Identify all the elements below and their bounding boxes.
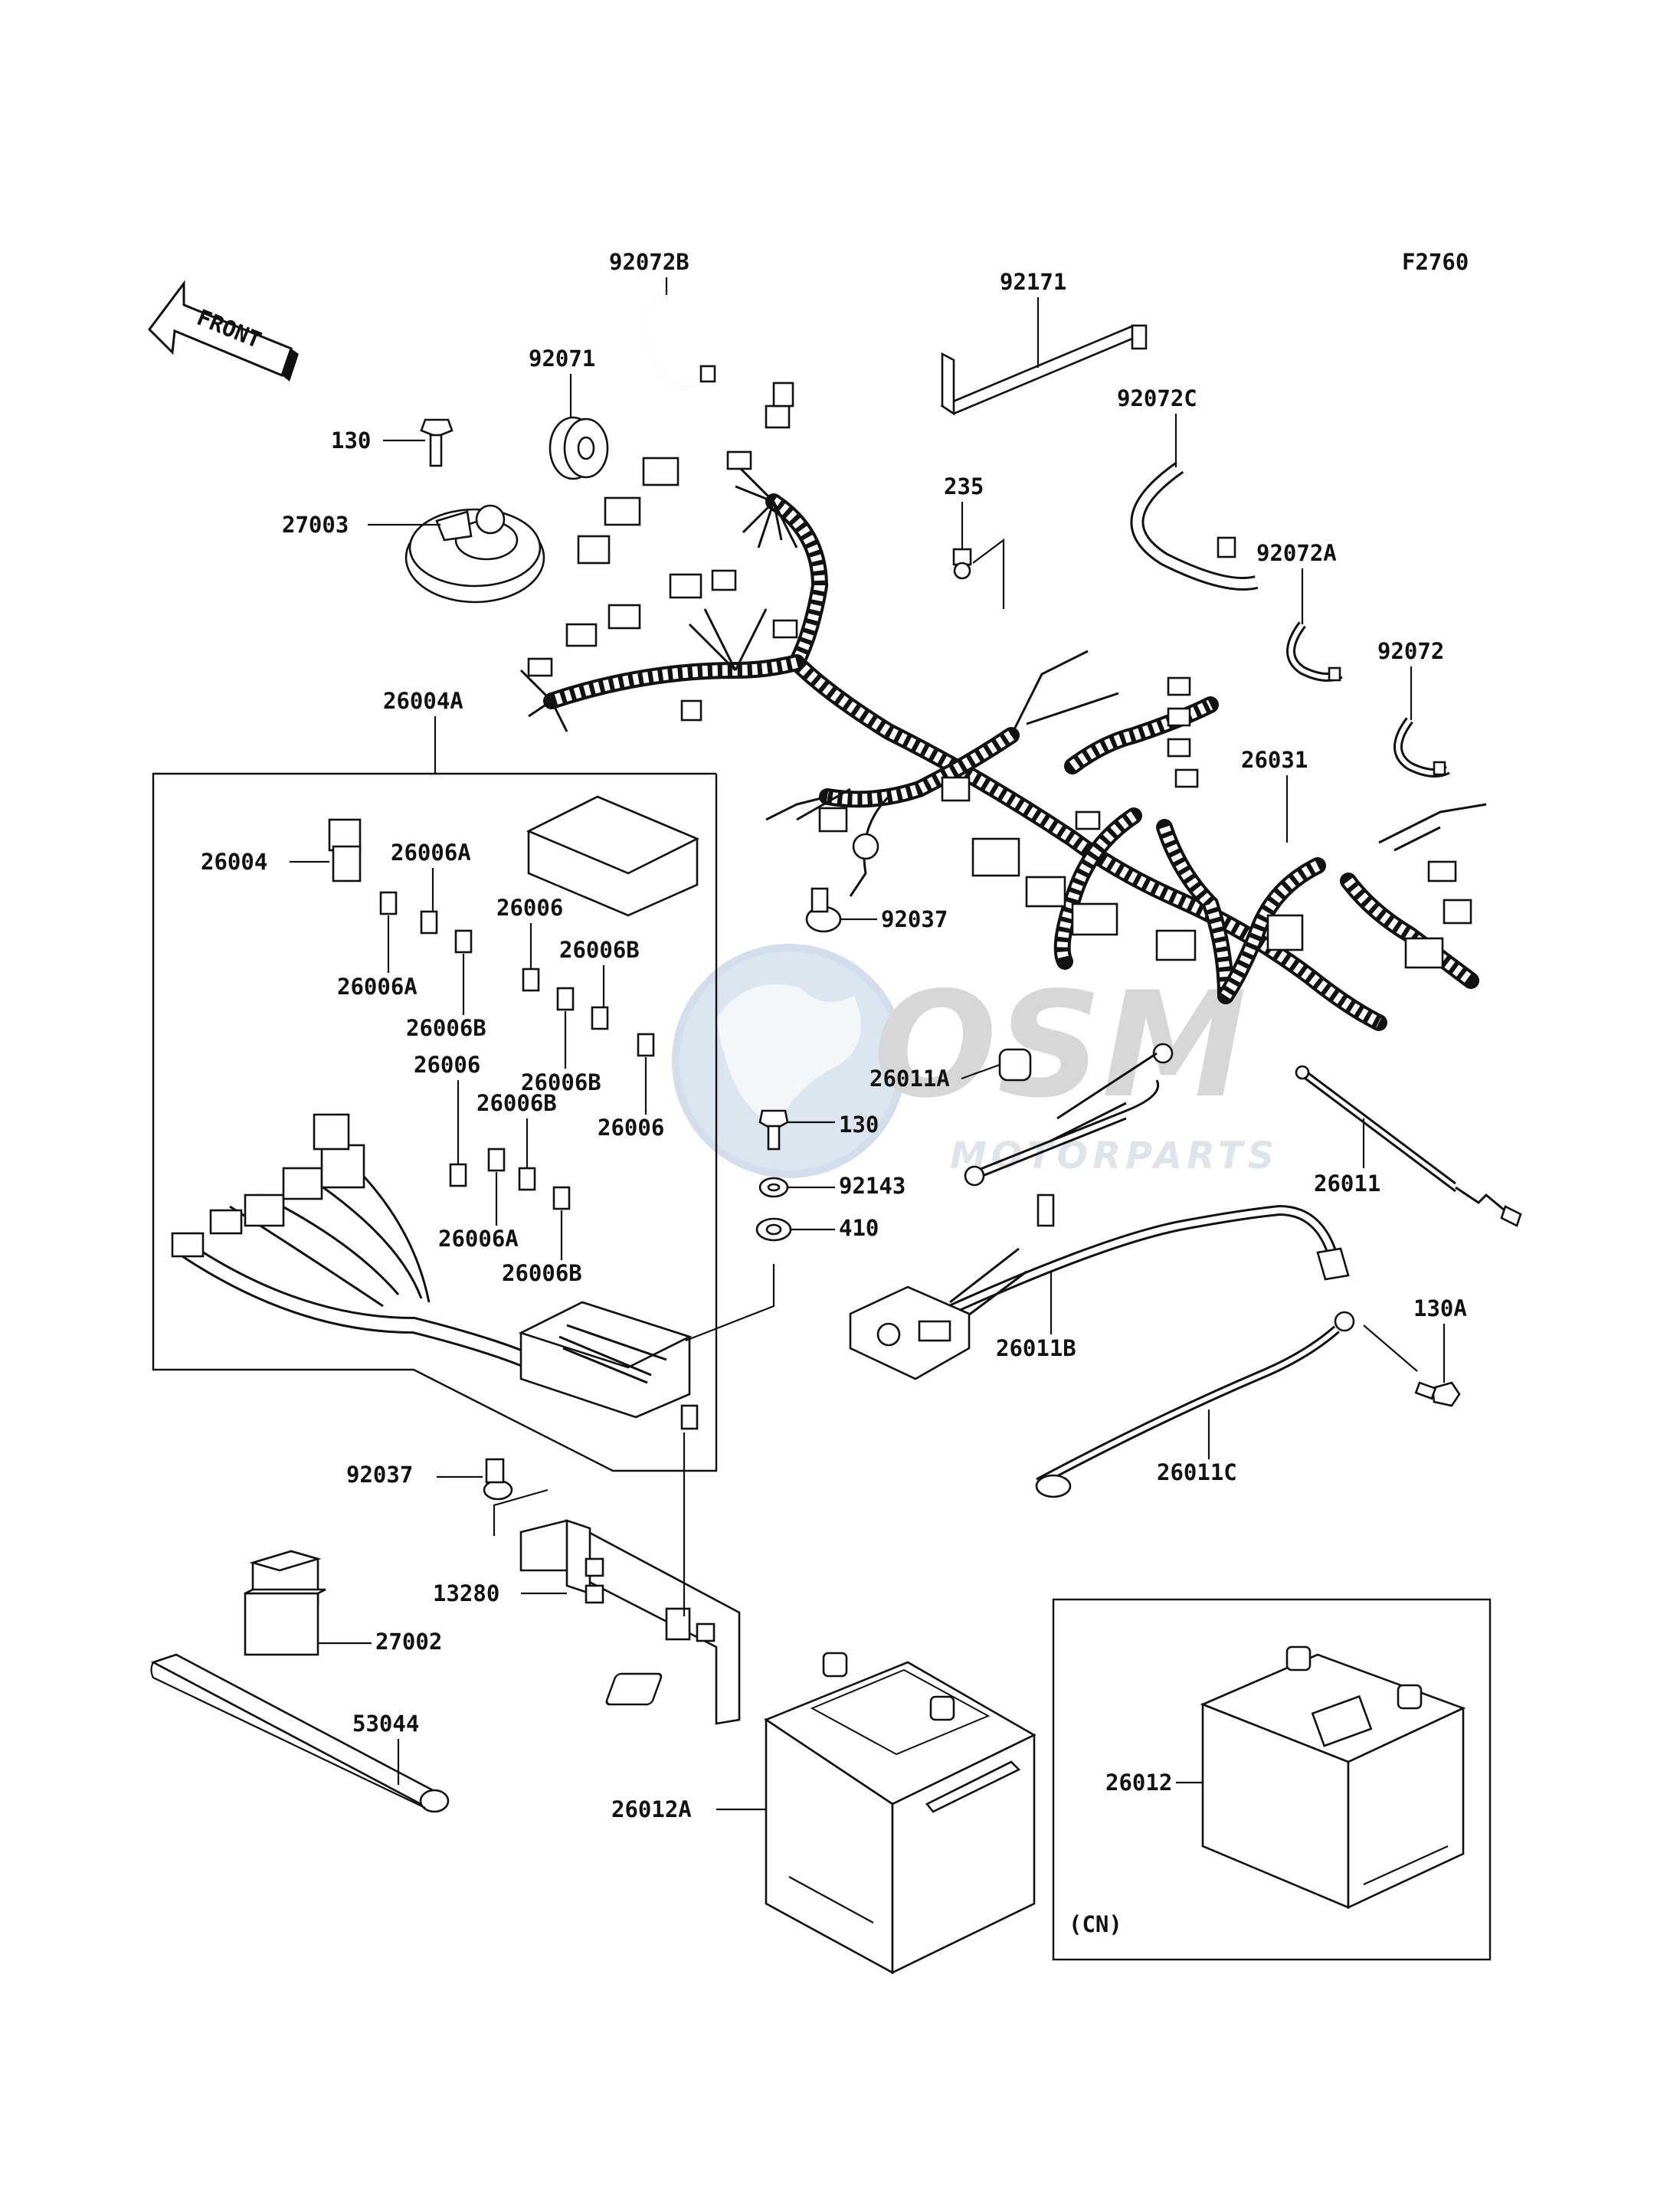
fuse-box-group-frame <box>152 772 718 1472</box>
relay-26004 <box>328 818 362 882</box>
label-26004: 26004 <box>201 849 267 875</box>
tube-53044 <box>150 1653 450 1813</box>
label-410: 410 <box>839 1215 879 1241</box>
band-92072 <box>1393 717 1450 778</box>
cable-26011A <box>964 1043 1174 1187</box>
label-92071: 92071 <box>529 345 595 372</box>
label-53044: 53044 <box>352 1711 419 1737</box>
watermark-sub: MOTORPARTS <box>950 1135 1279 1177</box>
front-arrow-icon: FRONT <box>148 280 299 381</box>
cn-group-frame <box>1052 1598 1492 1961</box>
bolt-130-mid <box>758 1109 789 1151</box>
watermark: OSM MOTORPARTS <box>672 944 1279 1178</box>
battery-26012A <box>764 1652 1036 1975</box>
main-harness-26031 <box>519 454 1487 1031</box>
fuse-box-harness <box>171 1113 699 1430</box>
label-26006B-3: 26006B <box>521 1069 601 1095</box>
label-13280: 13280 <box>433 1580 499 1606</box>
label-92072A: 92072A <box>1256 540 1337 566</box>
label-92143: 92143 <box>839 1173 905 1199</box>
label-27002: 27002 <box>375 1629 442 1655</box>
label-26012A: 26012A <box>611 1796 692 1822</box>
screw-235 <box>952 548 972 580</box>
label-92072B: 92072B <box>609 249 689 275</box>
label-26011A: 26011A <box>869 1066 950 1092</box>
bracket-92171 <box>940 324 1148 416</box>
bracket-13280 <box>519 1519 741 1725</box>
label-26006B-1: 26006B <box>559 937 640 963</box>
label-26006A-3: 26006A <box>438 1226 519 1252</box>
label-26006A-1: 26006A <box>391 840 471 866</box>
label-26004A: 26004A <box>383 688 463 714</box>
label-26012: 26012 <box>1105 1770 1172 1796</box>
grommet-92071 <box>549 416 609 480</box>
fuse-box-cover <box>526 795 700 917</box>
bolt-130-top <box>420 418 454 467</box>
label-92037-2: 92037 <box>346 1462 413 1488</box>
band-92072C <box>1130 461 1259 591</box>
region-label-cn: (CN) <box>1069 1911 1122 1937</box>
cable-26011B <box>849 1193 1350 1380</box>
washer-92143 <box>758 1177 789 1198</box>
label-130-mid: 130 <box>839 1112 879 1138</box>
clamp-92037-top <box>805 887 842 933</box>
harness-connectors <box>527 381 1472 969</box>
cable-26011 <box>1295 1065 1522 1227</box>
label-26006A-2: 26006A <box>337 974 418 1000</box>
label-26006B-2: 26006B <box>406 1015 486 1041</box>
label-26011: 26011 <box>1314 1171 1380 1197</box>
label-26006-1: 26006 <box>496 895 563 921</box>
label-26011C: 26011C <box>1157 1459 1237 1485</box>
label-26011B: 26011B <box>996 1335 1076 1361</box>
label-92171: 92171 <box>1000 269 1066 295</box>
bolt-130A <box>1414 1381 1461 1407</box>
battery-26012 <box>605 1645 1466 1910</box>
washer-410 <box>755 1217 792 1242</box>
label-92072: 92072 <box>1377 638 1444 664</box>
label-130-top: 130 <box>331 427 371 453</box>
label-27003: 27003 <box>282 512 349 538</box>
label-92037-1: 92037 <box>881 906 948 932</box>
label-130A: 130A <box>1413 1295 1467 1321</box>
watermark-main: OSM <box>873 961 1246 1130</box>
band-92072A <box>1286 621 1343 682</box>
label-26006B-4: 26006B <box>476 1090 557 1116</box>
relay-27002 <box>244 1550 326 1656</box>
label-26031: 26031 <box>1241 747 1308 773</box>
label-26006B-5: 26006B <box>502 1260 582 1286</box>
horn-27003 <box>404 504 545 604</box>
cable-26011C <box>1035 1311 1418 1498</box>
label-26006-2: 26006 <box>414 1052 480 1078</box>
fuses <box>379 891 655 1210</box>
clamp-92037-lower <box>483 1458 513 1501</box>
label-92072C: 92072C <box>1117 385 1197 411</box>
label-26006-3: 26006 <box>598 1115 664 1141</box>
globe-watermark-icon <box>672 944 906 1178</box>
diagram-code: F2760 <box>1402 249 1469 275</box>
band-92072B <box>644 294 716 389</box>
label-235: 235 <box>944 473 984 499</box>
